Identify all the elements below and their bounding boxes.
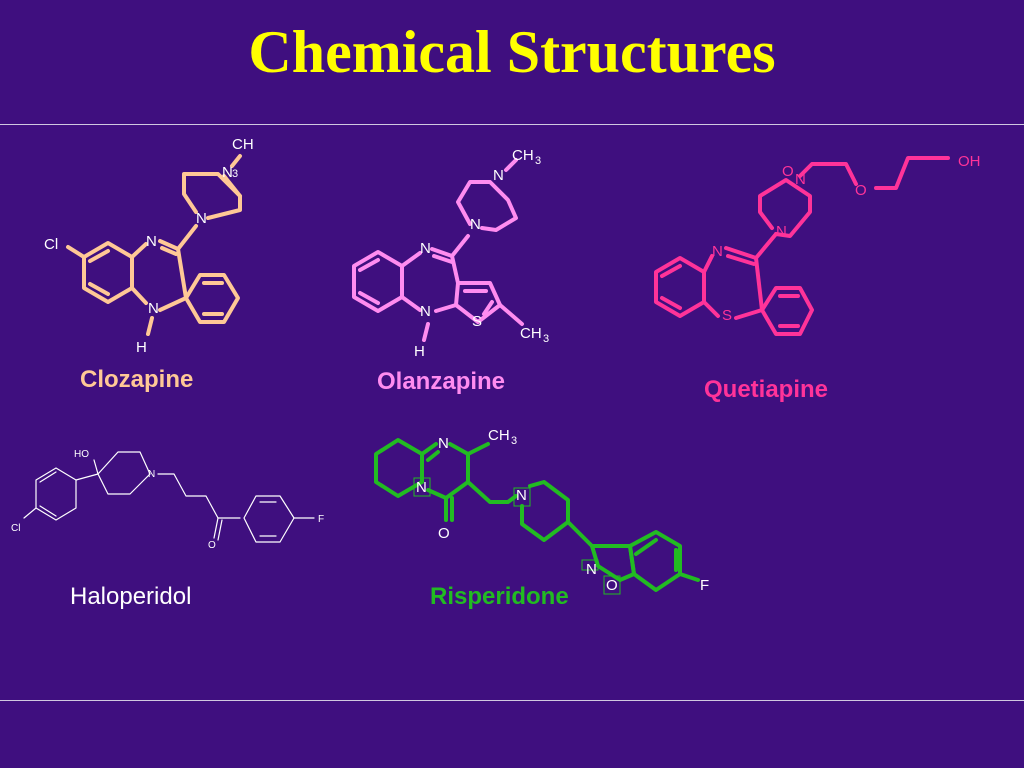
risperidone-n-ring-label: N xyxy=(416,479,427,496)
quetiapine-o2-label: O xyxy=(855,182,867,199)
quetiapine-oh-label: OH xyxy=(958,153,981,170)
bottom-divider xyxy=(0,700,1024,701)
haloperidol-n-label: N xyxy=(148,469,155,480)
risperidone-ch3-label: CH xyxy=(488,427,510,444)
olanzapine-n-top-label: N xyxy=(493,167,504,184)
top-divider xyxy=(0,124,1024,125)
quetiapine-n-pip-label: N xyxy=(776,223,787,240)
risperidone-f-label: F xyxy=(700,577,709,594)
olanzapine-n-h-label: N xyxy=(420,303,431,320)
olanzapine-sub3-label: 3 xyxy=(535,155,541,167)
haloperidol-o-label: O xyxy=(208,540,216,551)
risperidone-n-iso-label: N xyxy=(586,561,597,578)
olanzapine-n-im-label: N xyxy=(420,240,431,257)
quetiapine-n-im-label: N xyxy=(712,243,723,260)
slide-title: Chemical Structures xyxy=(248,19,776,85)
clozapine-n-top-label: N xyxy=(222,164,233,181)
olanzapine-h-label: H xyxy=(414,343,425,360)
clozapine-ch-label: CH xyxy=(232,136,254,153)
clozapine-name: Clozapine xyxy=(80,366,194,393)
clozapine-sub3-label: 3 xyxy=(232,168,238,180)
olanzapine-name: Olanzapine xyxy=(377,368,506,395)
risperidone-n-pip-label: N xyxy=(516,487,527,504)
haloperidol-name: Haloperidol xyxy=(70,583,192,610)
quetiapine-n1-label: N xyxy=(795,171,806,188)
olanzapine-n-pip-label: N xyxy=(470,216,481,233)
risperidone-sub3-label: 3 xyxy=(511,435,517,447)
quetiapine-name: Quetiapine xyxy=(704,376,829,403)
olanzapine-ch3b-label: CH xyxy=(520,325,542,342)
quetiapine-s-label: S xyxy=(722,307,732,324)
olanzapine-s-label: S xyxy=(472,313,482,330)
haloperidol-ho-label: HO xyxy=(74,449,89,460)
risperidone-n-top-label: N xyxy=(438,435,449,452)
olanzapine-ch3-label: CH xyxy=(512,147,534,164)
clozapine-n-pip-label: N xyxy=(196,210,207,227)
haloperidol-f-label: F xyxy=(318,514,324,525)
risperidone-o-iso-label: O xyxy=(606,577,618,594)
clozapine-cl-label: Cl xyxy=(44,236,58,253)
haloperidol-cl-label: Cl xyxy=(11,523,20,534)
risperidone-name: Risperidone xyxy=(430,583,569,610)
clozapine-n-h-label: N xyxy=(148,300,159,317)
quetiapine-o1-label: O xyxy=(782,163,794,180)
risperidone-o-keto-label: O xyxy=(438,525,450,542)
olanzapine-sub3b-label: 3 xyxy=(543,333,549,345)
clozapine-n-im-label: N xyxy=(146,233,157,250)
clozapine-h-label: H xyxy=(136,339,147,356)
